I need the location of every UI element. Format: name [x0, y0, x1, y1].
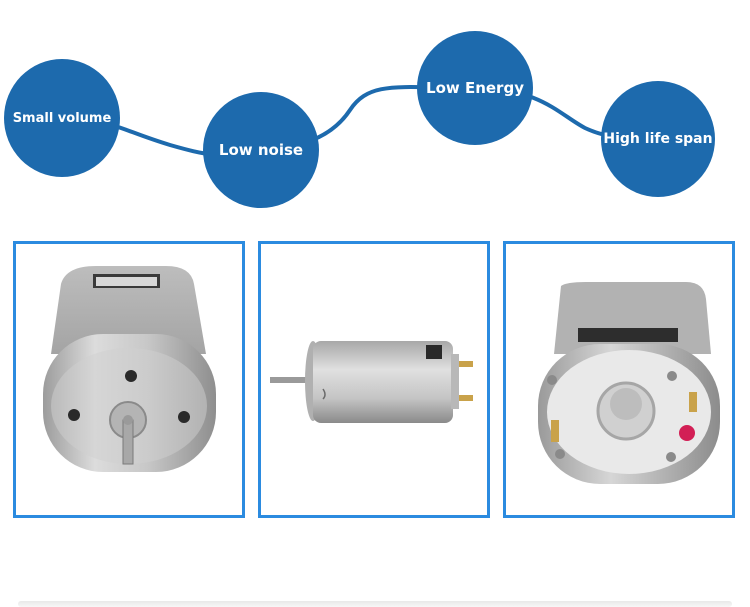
- motor-side-image: [270, 341, 473, 423]
- feature-circle-low-noise: Low noise: [203, 92, 319, 208]
- feature-label: High life span: [603, 131, 713, 147]
- feature-label: Low Energy: [426, 79, 524, 97]
- feature-label: Small volume: [12, 110, 112, 126]
- bottom-divider: [18, 601, 732, 607]
- product-frame-side: [258, 241, 490, 518]
- feature-circle-small-volume: Small volume: [4, 59, 120, 177]
- product-frame-front: [13, 241, 245, 518]
- feature-circle-high-life-span: High life span: [601, 81, 715, 197]
- feature-circle-low-energy: Low Energy: [417, 31, 533, 145]
- motor-rear-image: [538, 282, 720, 484]
- connector-wave: [58, 85, 667, 158]
- feature-label: Low noise: [218, 141, 304, 159]
- motor-front-image: [43, 266, 216, 472]
- product-frame-rear: [503, 241, 735, 518]
